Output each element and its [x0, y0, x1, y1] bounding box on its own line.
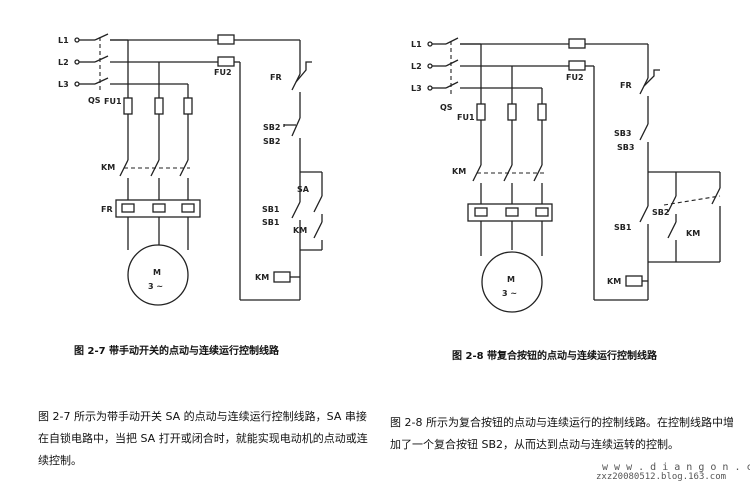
label-sb1-b: SB1: [262, 218, 280, 227]
figure-2-8: L1 L2 L3 QS FU2 FU1 KM: [411, 37, 721, 313]
label-fu1-right: FU1: [457, 113, 475, 122]
label-sa: SA: [297, 185, 310, 194]
label-km-hold-right: KM: [686, 229, 700, 238]
label-l1-right: L1: [411, 40, 422, 49]
label-km-main: KM: [101, 163, 115, 172]
label-sb2: SB2: [263, 123, 280, 132]
label-l2-right: L2: [411, 62, 422, 71]
label-fr-contact: FR: [270, 73, 282, 82]
label-sb3: SB3: [617, 143, 634, 152]
caption-figure-2-8: 图 2-8 带复合按钮的点动与连续运行控制线路: [452, 351, 658, 362]
label-sb1-right: SB1: [614, 223, 632, 232]
label-fu2-right: FU2: [566, 73, 584, 82]
label-motor-phase-right: 3 ~: [502, 289, 517, 298]
description-figure-2-8: 图 2-8 所示为复合按钮的点动与连续运行的控制线路。在控制线路中增加了一个复合…: [390, 416, 734, 451]
watermark-url: w w w . d i a n g o n . c o m: [602, 462, 750, 473]
label-sb1: SB1: [262, 205, 280, 214]
label-l2: L2: [58, 58, 69, 67]
label-fr-contact-right: FR: [620, 81, 632, 90]
label-km-coil-right: KM: [607, 277, 621, 286]
label-sb3-e: SB3: [614, 129, 631, 138]
label-fr-relay: FR: [101, 205, 113, 214]
label-l1: L1: [58, 36, 69, 45]
label-qs: QS: [88, 96, 101, 105]
label-motor-phase: 3 ~: [148, 282, 163, 291]
label-l3-right: L3: [411, 84, 422, 93]
figure-2-7: L1 L2 L3 QS FU2 FU1 KM: [58, 33, 323, 306]
description-figure-2-7: 图 2-7 所示为带手动开关 SA 的点动与连续运行控制线路，SA 串接在自锁电…: [38, 410, 368, 467]
label-qs-right: QS: [440, 103, 453, 112]
label-fu2: FU2: [214, 68, 232, 77]
label-sb2-b: SB2: [263, 137, 280, 146]
caption-figure-2-7: 图 2-7 带手动开关的点动与连续运行控制线路: [74, 346, 280, 357]
label-km-main-right: KM: [452, 167, 466, 176]
label-motor: M: [153, 268, 161, 277]
watermark-blog: zxz20080512.blog.163.com: [596, 472, 727, 482]
label-sb2-right: SB2: [652, 208, 669, 217]
label-fu1: FU1: [104, 97, 122, 106]
label-km-coil: KM: [255, 273, 269, 282]
label-l3: L3: [58, 80, 69, 89]
label-motor-right: M: [507, 275, 515, 284]
